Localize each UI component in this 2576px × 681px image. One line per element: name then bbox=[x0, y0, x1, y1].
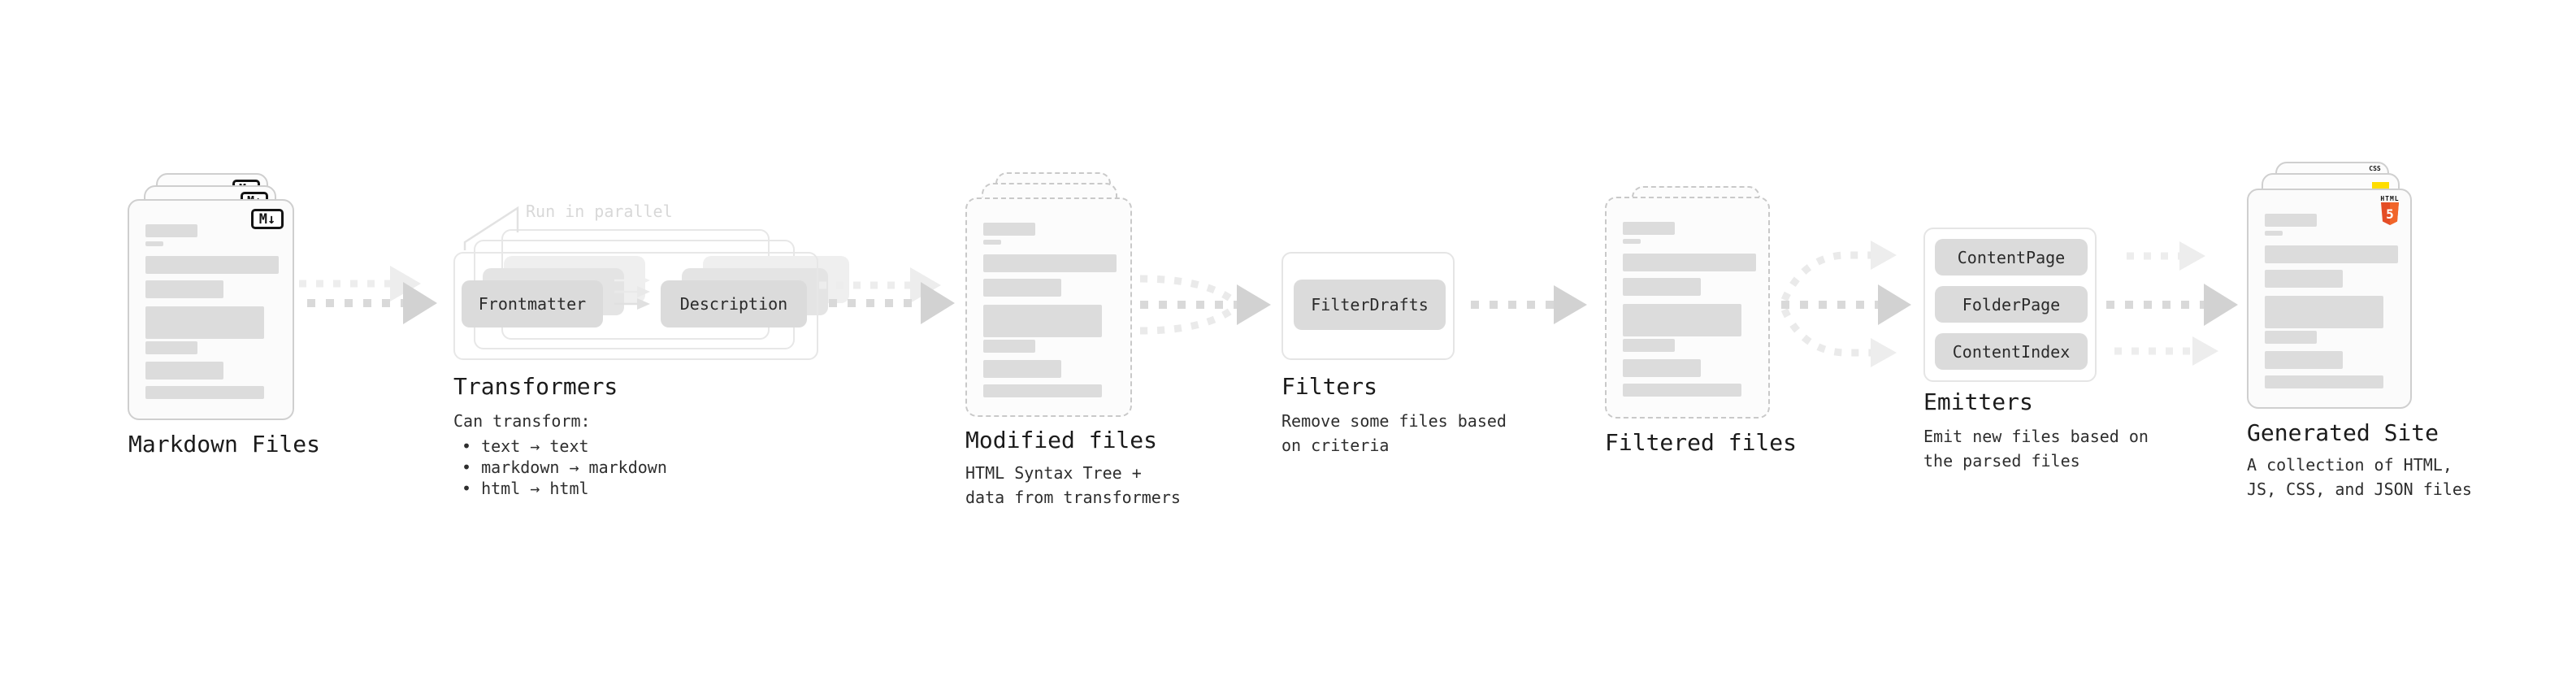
css-badge-label: CSS bbox=[2369, 165, 2381, 172]
html5-icon-label: HTML bbox=[2380, 195, 2400, 202]
text-placeholder-bar bbox=[1623, 222, 1675, 235]
filters-title: Filters bbox=[1281, 373, 1378, 400]
bullet-markdown-to-markdown: • markdown → markdown bbox=[462, 458, 667, 477]
text-placeholder-bar bbox=[145, 256, 279, 274]
text-placeholder-bar bbox=[2265, 270, 2343, 288]
text-placeholder-bar bbox=[983, 240, 1001, 245]
text-placeholder-bar bbox=[983, 279, 1061, 297]
filters-box: FilterDrafts bbox=[1281, 252, 1455, 360]
transformers-desc-heading: Can transform: bbox=[453, 411, 591, 431]
arrow-markdown-to-transformers bbox=[299, 266, 437, 324]
text-placeholder-bar bbox=[145, 386, 264, 399]
frontmatter-pill: Frontmatter bbox=[462, 280, 603, 327]
text-placeholder-bar bbox=[2265, 231, 2283, 236]
text-placeholder-bar bbox=[2265, 296, 2383, 328]
text-placeholder-bar bbox=[145, 224, 197, 237]
text-placeholder-bar bbox=[145, 362, 223, 380]
modified-files-subtitle-line2: data from transformers bbox=[965, 488, 1181, 507]
description-pill: Description bbox=[661, 280, 807, 327]
text-placeholder-bar bbox=[145, 341, 197, 354]
text-placeholder-bar bbox=[1623, 278, 1701, 296]
filters-subtitle-line1: Remove some files based bbox=[1281, 411, 1507, 431]
text-placeholder-bar bbox=[983, 384, 1102, 397]
modified-files-label: Modified files bbox=[965, 427, 1158, 453]
text-placeholder-bar bbox=[145, 306, 264, 339]
text-placeholder-bar bbox=[983, 223, 1035, 236]
filters-subtitle: Remove some files based on criteria bbox=[1281, 409, 1507, 458]
filtered-file-card bbox=[1605, 197, 1770, 419]
text-placeholder-bar bbox=[145, 241, 163, 246]
bullet-text-to-text: • text → text bbox=[462, 436, 589, 456]
js-badge bbox=[2372, 182, 2389, 190]
generated-site-subtitle-line1: A collection of HTML, bbox=[2247, 455, 2452, 475]
contentindex-pill: ContentIndex bbox=[1935, 333, 2088, 370]
emitters-subtitle-line1: Emit new files based on bbox=[1923, 427, 2149, 446]
text-placeholder-bar bbox=[2265, 245, 2398, 263]
run-in-parallel-note: Run in parallel bbox=[526, 202, 673, 221]
html5-shield: 5 bbox=[2381, 202, 2399, 225]
text-placeholder-bar bbox=[1623, 254, 1756, 271]
transformer-box-front bbox=[453, 252, 818, 360]
text-placeholder-bar bbox=[983, 340, 1035, 353]
emitters-subtitle-line2: the parsed files bbox=[1923, 451, 2080, 471]
emitters-subtitle: Emit new files based on the parsed files bbox=[1923, 424, 2149, 473]
modified-files-subtitle: HTML Syntax Tree + data from transformer… bbox=[965, 461, 1181, 510]
arrow-filters-to-filtered bbox=[1471, 285, 1587, 324]
filtered-files-label: Filtered files bbox=[1605, 429, 1798, 456]
transformer-stack: Frontmatter Description bbox=[453, 229, 849, 367]
text-placeholder-bar bbox=[2265, 351, 2343, 369]
text-placeholder-bar bbox=[1623, 339, 1675, 352]
html5-icon: HTML 5 bbox=[2380, 195, 2400, 228]
generated-file-card: HTML 5 bbox=[2247, 189, 2412, 409]
markdown-icon: M↓ bbox=[251, 209, 284, 229]
bullet-html-to-html: • html → html bbox=[462, 479, 589, 498]
text-placeholder-bar bbox=[2265, 214, 2317, 227]
text-placeholder-bar bbox=[1623, 239, 1641, 244]
transformers-title: Transformers bbox=[453, 373, 618, 400]
text-placeholder-bar bbox=[1623, 384, 1741, 397]
contentpage-pill: ContentPage bbox=[1935, 239, 2088, 275]
text-placeholder-bar bbox=[983, 254, 1117, 272]
arrow-filtered-to-emitters bbox=[1780, 241, 1911, 367]
generated-site-label: Generated Site bbox=[2247, 419, 2439, 446]
transformers-bullet-list: • text → text • markdown → markdown • ht… bbox=[453, 436, 667, 499]
text-placeholder-bar bbox=[983, 360, 1061, 378]
filters-subtitle-line2: on criteria bbox=[1281, 436, 1390, 455]
modified-file-card bbox=[965, 197, 1132, 417]
text-placeholder-bar bbox=[145, 280, 223, 298]
emitters-title: Emitters bbox=[1923, 388, 2033, 415]
arrow-emitters-to-generated bbox=[2106, 241, 2238, 366]
arrow-modified-to-filters bbox=[1139, 275, 1271, 335]
generated-site-subtitle: A collection of HTML, JS, CSS, and JSON … bbox=[2247, 453, 2472, 501]
text-placeholder-bar bbox=[1623, 359, 1701, 377]
filterdrafts-pill: FilterDrafts bbox=[1294, 280, 1446, 330]
text-placeholder-bar bbox=[2265, 375, 2383, 388]
markdown-file-card: M↓ bbox=[128, 199, 294, 420]
generated-site-subtitle-line2: JS, CSS, and JSON files bbox=[2247, 479, 2472, 499]
text-placeholder-bar bbox=[2265, 331, 2317, 344]
text-placeholder-bar bbox=[1623, 304, 1741, 336]
html5-number: 5 bbox=[2386, 206, 2394, 222]
modified-files-subtitle-line1: HTML Syntax Tree + bbox=[965, 463, 1142, 483]
markdown-files-label: Markdown Files bbox=[128, 431, 321, 458]
emitters-box: ContentPage FolderPage ContentIndex bbox=[1923, 228, 2097, 382]
folderpage-pill: FolderPage bbox=[1935, 286, 2088, 323]
text-placeholder-bar bbox=[983, 305, 1102, 337]
